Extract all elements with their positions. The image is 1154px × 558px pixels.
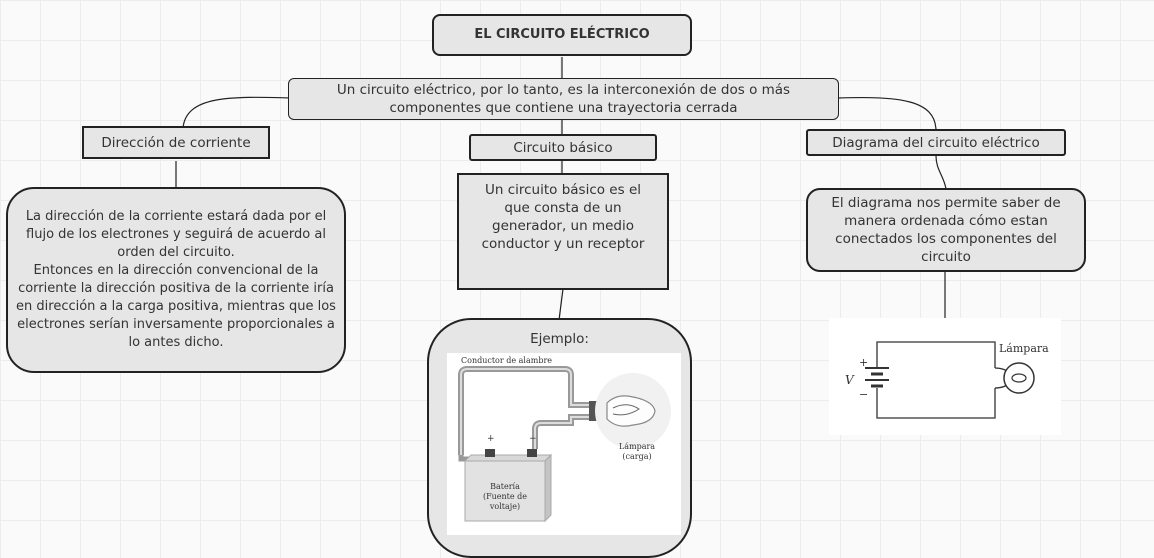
diagram-label: Diagrama del circuito eléctrico bbox=[832, 134, 1040, 151]
schematic-bottom-wire bbox=[876, 388, 996, 419]
direction-text: La dirección de la corriente estará dada… bbox=[16, 209, 336, 350]
connector-basic-example bbox=[558, 288, 564, 321]
minus-sign: − bbox=[529, 434, 537, 444]
basic-text: Un circuito básico es el que consta de u… bbox=[481, 182, 645, 252]
schematic-voltage: V bbox=[845, 373, 855, 387]
map-title[interactable]: EL CIRCUITO ELÉCTRICO bbox=[432, 14, 692, 56]
battery-label: Batería bbox=[490, 482, 520, 491]
plus-sign: + bbox=[487, 434, 495, 444]
diagram-text: El diagrama nos permite saber de manera … bbox=[831, 195, 1061, 265]
direction-text-node[interactable]: La dirección de la corriente estará dada… bbox=[6, 187, 346, 373]
map-title-text: EL CIRCUITO ELÉCTRICO bbox=[474, 27, 650, 42]
lamp-symbol bbox=[1003, 362, 1035, 394]
example-label: Ejemplo: bbox=[530, 331, 589, 347]
conductor-label: Conductor de alambre bbox=[461, 356, 552, 365]
circuit-schematic: + − V Lámpara bbox=[829, 318, 1061, 435]
schematic-plus: + bbox=[859, 356, 868, 369]
connector-definition-diagram bbox=[837, 96, 937, 131]
schematic-top-wire bbox=[876, 341, 996, 368]
diagram-label-node[interactable]: Diagrama del circuito eléctrico bbox=[806, 129, 1066, 156]
diagram-text-node[interactable]: El diagrama nos permite saber de manera … bbox=[806, 188, 1086, 272]
connector-definition-direction bbox=[182, 96, 291, 129]
voltage-source-label: (Fuente de bbox=[483, 492, 527, 501]
battery-symbol bbox=[865, 367, 889, 388]
basic-circuit-illustration: Conductor de alambre + − Lámpara (carga)… bbox=[447, 353, 681, 535]
lamp-label: Lámpara bbox=[619, 442, 655, 451]
basic-label: Circuito básico bbox=[513, 139, 613, 156]
basic-text-node[interactable]: Un circuito básico es el que consta de u… bbox=[457, 173, 669, 290]
schematic-lamp-label: Lámpara bbox=[999, 342, 1049, 355]
direction-label-node[interactable]: Dirección de corriente bbox=[82, 126, 270, 159]
connector-diagram-text bbox=[935, 155, 947, 190]
schematic-minus: − bbox=[859, 388, 868, 401]
load-label: (carga) bbox=[622, 452, 651, 461]
basic-label-node[interactable]: Circuito básico bbox=[469, 134, 657, 161]
definition-text: Un circuito eléctrico, por lo tanto, es … bbox=[336, 82, 791, 116]
direction-label: Dirección de corriente bbox=[101, 134, 251, 151]
definition-node[interactable]: Un circuito eléctrico, por lo tanto, es … bbox=[288, 78, 839, 120]
voltage-label: voltaje) bbox=[489, 502, 520, 511]
